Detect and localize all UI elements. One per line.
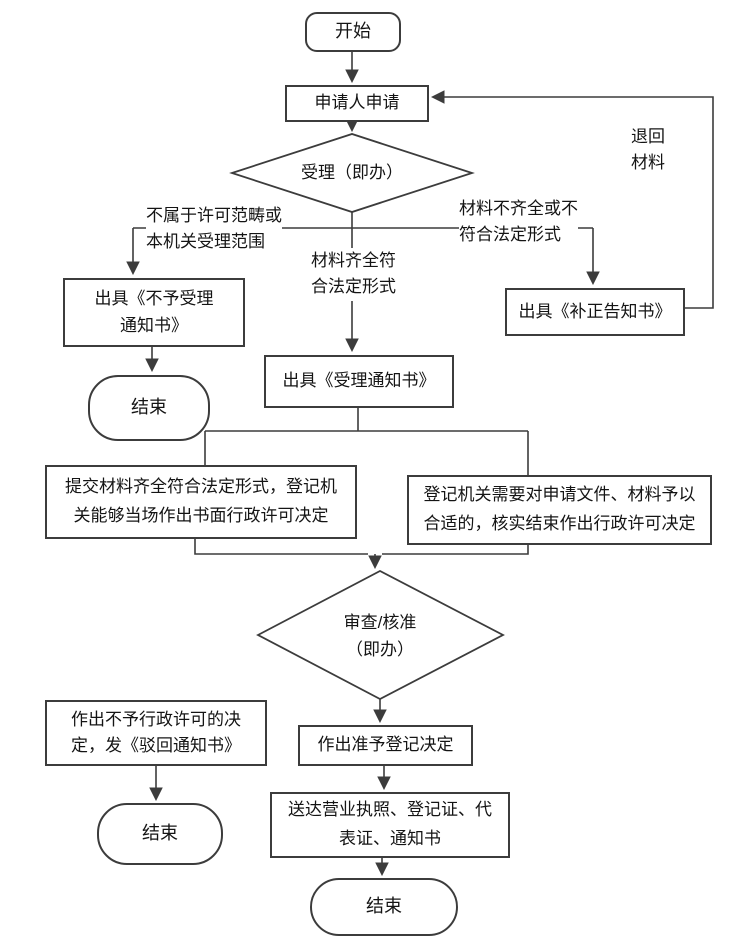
onsite-decision-node: 提交材料齐全符合法定形式，登记机 关能够当场作出书面行政许可决定 (45, 465, 357, 539)
supplement-notice-node: 出具《补正告知书》 (505, 288, 685, 336)
edge-return-loop (430, 90, 714, 309)
edge-label-materials-complete: 材料齐全符 合法定形式 (311, 248, 396, 301)
deny-decision-node: 作出不予行政许可的决 定，发《驳回通知书》 (45, 700, 267, 766)
apply-node: 申请人申请 (285, 85, 429, 122)
accept-decision-label: 受理（即办） (301, 163, 403, 183)
edge-label-return-materials: 退回 材料 (631, 124, 665, 177)
end-bottom-node: 结束 (310, 878, 458, 936)
edge-label-materials-incomplete: 材料不齐全或不 符合法定形式 (459, 196, 578, 249)
edge-label-not-in-scope: 不属于许可范畴或 本机关受理范围 (146, 203, 282, 256)
reject-notice-node: 出具《不予受理 通知书》 (63, 278, 245, 347)
edge-merge-left (194, 539, 368, 555)
start-node: 开始 (305, 12, 401, 52)
accept-decision-shape (229, 133, 475, 213)
review-decision-label: 审查/核准 （即办） (343, 612, 417, 659)
end-left-top-node: 结束 (88, 375, 210, 441)
deliver-node: 送达营业执照、登记证、代 表证、通知书 (270, 792, 510, 858)
review-decision-shape (256, 569, 505, 701)
accept-notice-node: 出具《受理通知书》 (264, 355, 454, 408)
end-left-bottom-node: 结束 (97, 803, 223, 865)
edge-merge-right (382, 545, 529, 555)
verify-decision-node: 登记机关需要对申请文件、材料予以 合适的，核实结束作出行政许可决定 (407, 475, 712, 545)
approve-decision-node: 作出准予登记决定 (298, 725, 473, 766)
